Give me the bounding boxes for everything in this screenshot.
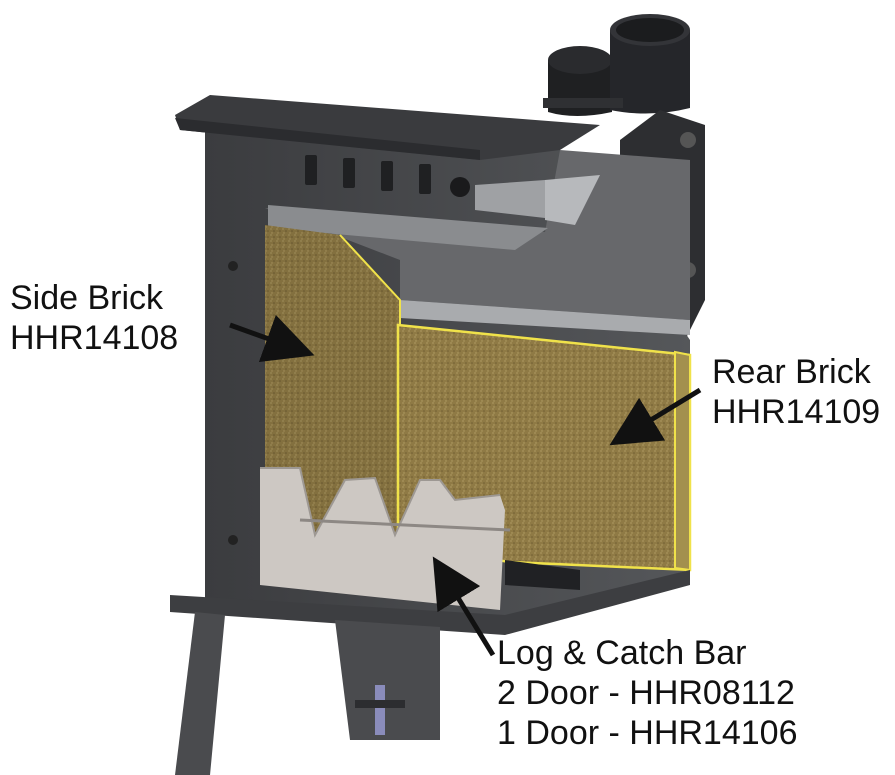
rear-brick-name: Rear Brick [712, 353, 871, 391]
rear-brick-label: Rear Brick HHR14109 [712, 352, 880, 432]
side-brick-label: Side Brick HHR14108 [10, 278, 178, 358]
air-vent-slot [381, 161, 393, 191]
log-bar-arrow [432, 556, 496, 657]
log-bar-name: Log & Catch Bar [497, 634, 747, 672]
log-bar-label: Log & Catch Bar 2 Door - HHR08112 1 Door… [497, 633, 797, 753]
side-brick [265, 225, 400, 545]
air-vent-slot [343, 158, 355, 188]
side-brick-name: Side Brick [10, 279, 164, 317]
baffle-plate [265, 150, 690, 335]
stove-legs [175, 612, 440, 775]
flue-pipe [543, 14, 690, 116]
hearth-floor [170, 560, 690, 635]
rear-brick-part-number: HHR14109 [712, 393, 881, 431]
air-vent-slot [419, 164, 431, 194]
air-control-knob [450, 177, 470, 197]
log-bar-one-door-part: 1 Door - HHR14106 [497, 714, 798, 752]
side-brick-arrow [229, 314, 315, 362]
side-brick-part-number: HHR14108 [10, 319, 179, 357]
rear-brick-arrow [609, 387, 702, 446]
log-bar-two-door-part: 2 Door - HHR08112 [497, 674, 795, 712]
air-vent-slot [305, 155, 317, 185]
